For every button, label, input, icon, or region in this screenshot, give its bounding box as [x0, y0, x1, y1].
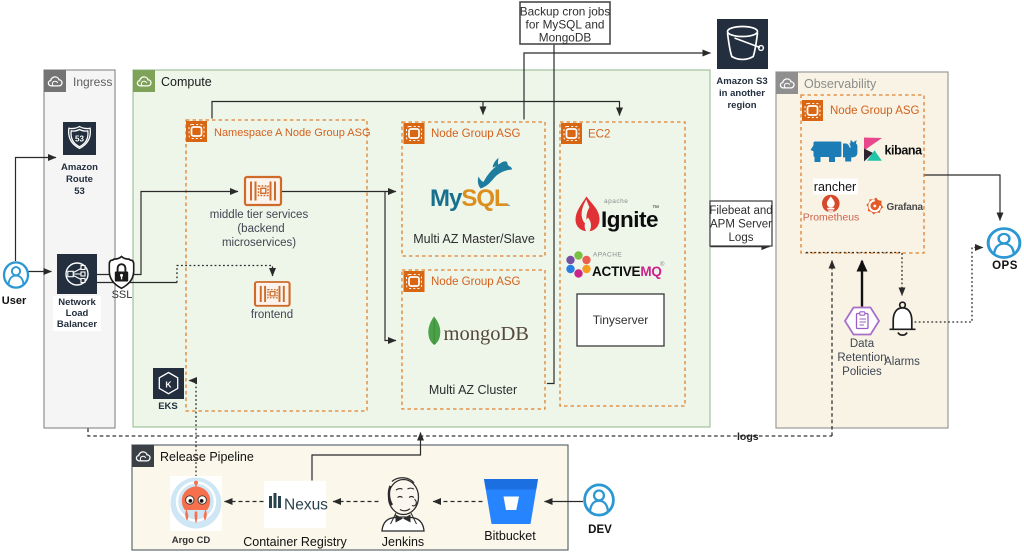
svg-text:SSL: SSL: [112, 289, 133, 301]
svg-text:region: region: [727, 100, 756, 111]
svg-text:Node Group ASG: Node Group ASG: [830, 105, 920, 117]
svg-text:™: ™: [652, 205, 659, 212]
svg-text:ACTIVEMQ: ACTIVEMQ: [592, 264, 662, 279]
svg-text:Namespace A Node Group ASG: Namespace A Node Group ASG: [214, 127, 371, 139]
svg-text:frontend: frontend: [251, 309, 293, 321]
svg-text:for MySQL and: for MySQL and: [526, 18, 605, 32]
svg-text:apache: apache: [604, 198, 628, 205]
svg-text:mongoDB: mongoDB: [444, 323, 529, 345]
svg-text:Data: Data: [850, 338, 875, 350]
svg-text:Bitbucket: Bitbucket: [484, 529, 536, 543]
svg-text:Ignite: Ignite: [601, 207, 658, 232]
svg-text:K: K: [165, 380, 172, 390]
svg-text:Policies: Policies: [842, 366, 882, 378]
svg-text:Load: Load: [66, 308, 89, 319]
svg-text:Amazon S3: Amazon S3: [716, 76, 767, 87]
svg-text:MySQL.: MySQL.: [430, 185, 510, 212]
svg-text:53: 53: [74, 186, 85, 197]
svg-text:Observability: Observability: [804, 77, 877, 91]
svg-text:Balancer: Balancer: [57, 319, 97, 330]
svg-text:Alarms: Alarms: [884, 356, 920, 368]
svg-text:rancher: rancher: [814, 180, 856, 194]
svg-text:Node Group ASG: Node Group ASG: [431, 128, 521, 140]
svg-text:in another: in another: [719, 88, 765, 99]
svg-text:Argo CD: Argo CD: [172, 535, 211, 546]
svg-text:Nexus: Nexus: [284, 497, 328, 514]
svg-text:EC2: EC2: [588, 129, 610, 141]
svg-text:OPS: OPS: [992, 260, 1018, 272]
svg-text:Container Registry: Container Registry: [243, 535, 347, 549]
svg-text:kibana: kibana: [885, 144, 924, 158]
svg-text:APACHE: APACHE: [593, 252, 622, 259]
svg-text:Grafana: Grafana: [887, 202, 924, 213]
svg-text:APM Server: APM Server: [710, 219, 772, 231]
svg-text:Multi AZ Cluster: Multi AZ Cluster: [429, 383, 517, 397]
svg-text:®: ®: [660, 261, 665, 268]
svg-text:logs: logs: [737, 431, 759, 443]
svg-text:Ingress: Ingress: [73, 75, 112, 89]
svg-text:Logs: Logs: [729, 232, 754, 244]
svg-text:middle tier services: middle tier services: [210, 209, 309, 221]
svg-text:Node Group ASG: Node Group ASG: [431, 276, 521, 288]
svg-text:Multi AZ Master/Slave: Multi AZ Master/Slave: [413, 232, 535, 246]
svg-text:Jenkins: Jenkins: [382, 535, 424, 549]
svg-text:Network: Network: [58, 297, 96, 308]
svg-text:53: 53: [75, 135, 84, 144]
svg-text:(backend: (backend: [237, 223, 284, 235]
svg-text:Release Pipeline: Release Pipeline: [160, 450, 254, 464]
svg-text:Backup cron jobs: Backup cron jobs: [520, 5, 611, 19]
svg-text:Filebeat and: Filebeat and: [709, 205, 772, 217]
svg-text:EKS: EKS: [158, 401, 178, 412]
svg-text:microservices): microservices): [222, 237, 296, 249]
svg-text:Prometheus: Prometheus: [803, 212, 860, 224]
svg-text:Tinyserver: Tinyserver: [593, 313, 649, 327]
svg-text:DEV: DEV: [588, 524, 612, 536]
svg-text:Retention: Retention: [837, 352, 886, 364]
svg-text:Amazon: Amazon: [61, 162, 98, 173]
svg-text:MongoDB: MongoDB: [539, 31, 592, 45]
svg-text:User: User: [2, 295, 27, 307]
svg-text:Compute: Compute: [161, 75, 212, 89]
svg-text:Route: Route: [66, 174, 93, 185]
